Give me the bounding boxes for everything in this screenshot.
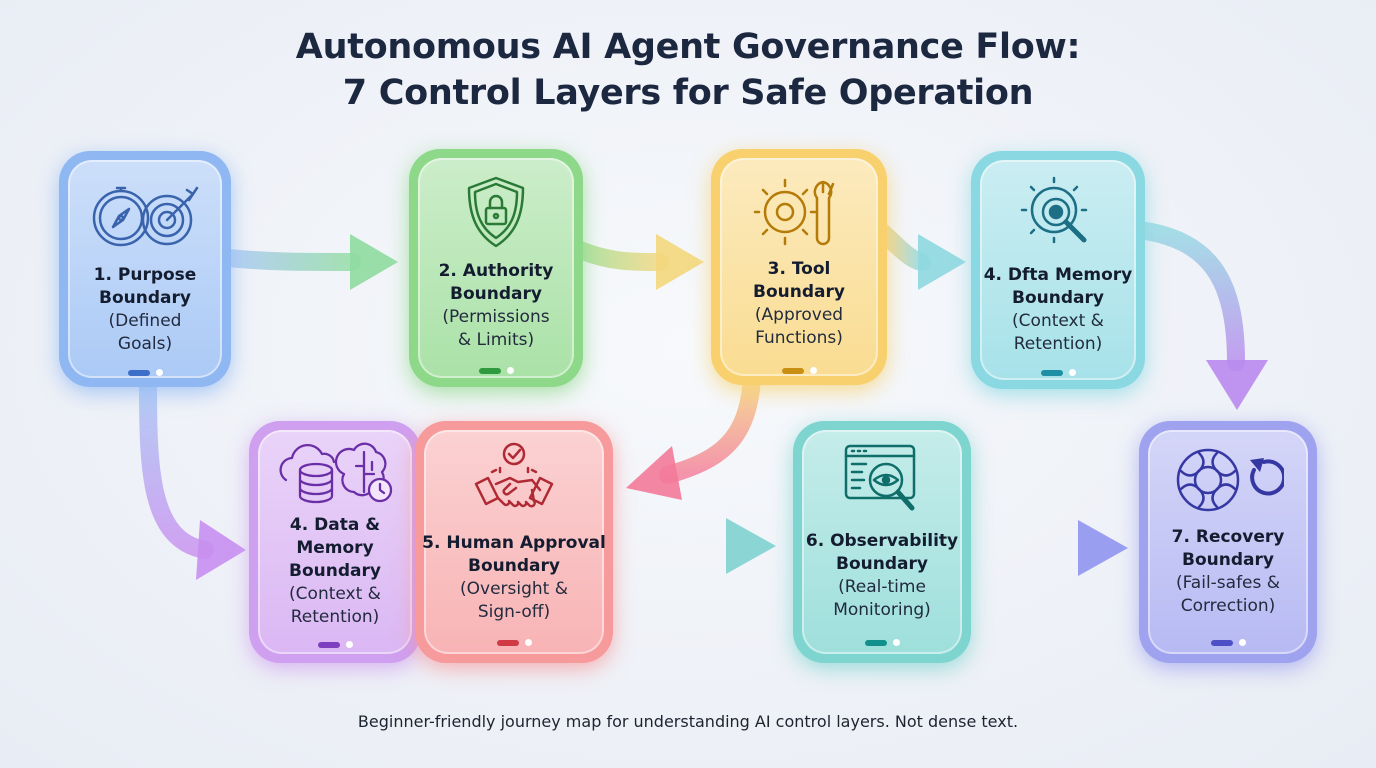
compass-target-icon <box>60 180 230 256</box>
title-line-2: 7 Control Layers for Safe Operation <box>342 73 1034 113</box>
pager-indicator <box>250 634 420 648</box>
node-title-line: 7. Recovery <box>1171 527 1285 547</box>
node-title-line: Memory <box>296 538 374 558</box>
node-description-line: (Defined <box>108 311 182 331</box>
arrow-purpose-to-data-memory <box>139 376 246 580</box>
node-title-line: Boundary <box>753 282 845 302</box>
node-title-line: 1. Purpose <box>93 265 197 285</box>
node-title-line: 4. Dfta Memory <box>983 265 1133 285</box>
node-title-line: Boundary <box>289 561 381 581</box>
pager-indicator <box>60 362 230 376</box>
node-description-line: Monitoring) <box>833 600 931 620</box>
node-description-line: Functions) <box>755 328 843 348</box>
node-title-line: Boundary <box>468 556 560 576</box>
diagram-title: Autonomous AI Agent Governance Flow: 7 C… <box>0 24 1376 116</box>
node-title-line: Boundary <box>1182 550 1274 570</box>
node-dfta-memory-boundary[interactable]: 4. Dfta Memory Boundary (Context & Reten… <box>972 152 1144 388</box>
database-brain-icon <box>250 440 420 512</box>
pager-indicator <box>712 360 886 374</box>
node-description-line: Goals) <box>117 334 173 354</box>
node-title-line: Boundary <box>836 554 928 574</box>
arrow-purpose-to-authority <box>219 234 398 290</box>
arrow-tool-to-dfta-memory <box>873 223 966 290</box>
gear-wrench-icon <box>712 174 886 254</box>
node-description-line: (Context & <box>289 584 381 604</box>
handshake-check-icon <box>416 440 612 526</box>
node-description-line: (Context & <box>1012 311 1104 331</box>
gear-magnifier-icon <box>972 176 1144 256</box>
node-observability-boundary[interactable]: 6. Observability Boundary (Real-time Mon… <box>794 422 970 662</box>
node-description-line: & Limits) <box>457 330 535 350</box>
footer-caption: Beginner-friendly journey map for unders… <box>357 712 1019 731</box>
node-description-line: Correction) <box>1180 596 1276 616</box>
pager-indicator <box>972 362 1144 376</box>
node-description-line: (Fail-safes & <box>1175 573 1281 593</box>
title-line-1: Autonomous AI Agent Governance Flow: <box>295 27 1081 67</box>
node-title-line: Boundary <box>450 284 542 304</box>
pager-indicator <box>410 360 582 374</box>
shield-lock-icon <box>410 174 582 254</box>
node-recovery-boundary[interactable]: 7. Recovery Boundary (Fail-safes & Corre… <box>1140 422 1316 662</box>
node-title-line: 6. Observability <box>805 531 959 551</box>
arrow-observability-to-recovery <box>959 520 1128 576</box>
pager-indicator <box>794 632 970 646</box>
node-title-line: Boundary <box>99 288 191 308</box>
pager-indicator <box>416 632 612 646</box>
arrow-authority-to-tool <box>571 234 704 290</box>
node-description-line: (Real-time <box>838 577 926 597</box>
node-description-line: (Oversight & <box>460 579 568 599</box>
node-description-line: (Permissions <box>442 307 550 327</box>
node-data-memory-boundary[interactable]: 4. Data & Memory Boundary (Context & Ret… <box>250 422 420 662</box>
pager-indicator <box>1140 632 1316 646</box>
node-authority-boundary[interactable]: 2. Authority Boundary (Permissions & Lim… <box>410 150 582 386</box>
node-description-line: Sign-off) <box>477 602 551 622</box>
arrow-dfta-memory-to-recovery <box>1131 221 1268 410</box>
node-title-line: Boundary <box>1012 288 1104 308</box>
dashboard-eye-icon <box>794 442 970 526</box>
node-title-line: 2. Authority <box>438 261 554 281</box>
node-title-line: 5. Human Approval <box>422 533 606 553</box>
node-purpose-boundary[interactable]: 1. Purpose Boundary (Defined Goals) <box>60 152 230 386</box>
node-tool-boundary[interactable]: 3. Tool Boundary (Approved Functions) <box>712 150 886 384</box>
node-description-line: (Approved <box>754 305 844 325</box>
arrow-human-approval-to-observability <box>601 518 776 574</box>
node-title-line: 4. Data & <box>289 515 381 535</box>
node-title-line: 3. Tool <box>767 259 831 279</box>
lifebuoy-refresh-icon <box>1140 444 1316 520</box>
node-human-approval-boundary[interactable]: 5. Human Approval Boundary (Oversight & … <box>416 422 612 662</box>
node-description-line: Retention) <box>1013 334 1103 354</box>
node-description-line: Retention) <box>290 607 380 627</box>
arrow-tool-to-human-approval <box>626 369 761 500</box>
